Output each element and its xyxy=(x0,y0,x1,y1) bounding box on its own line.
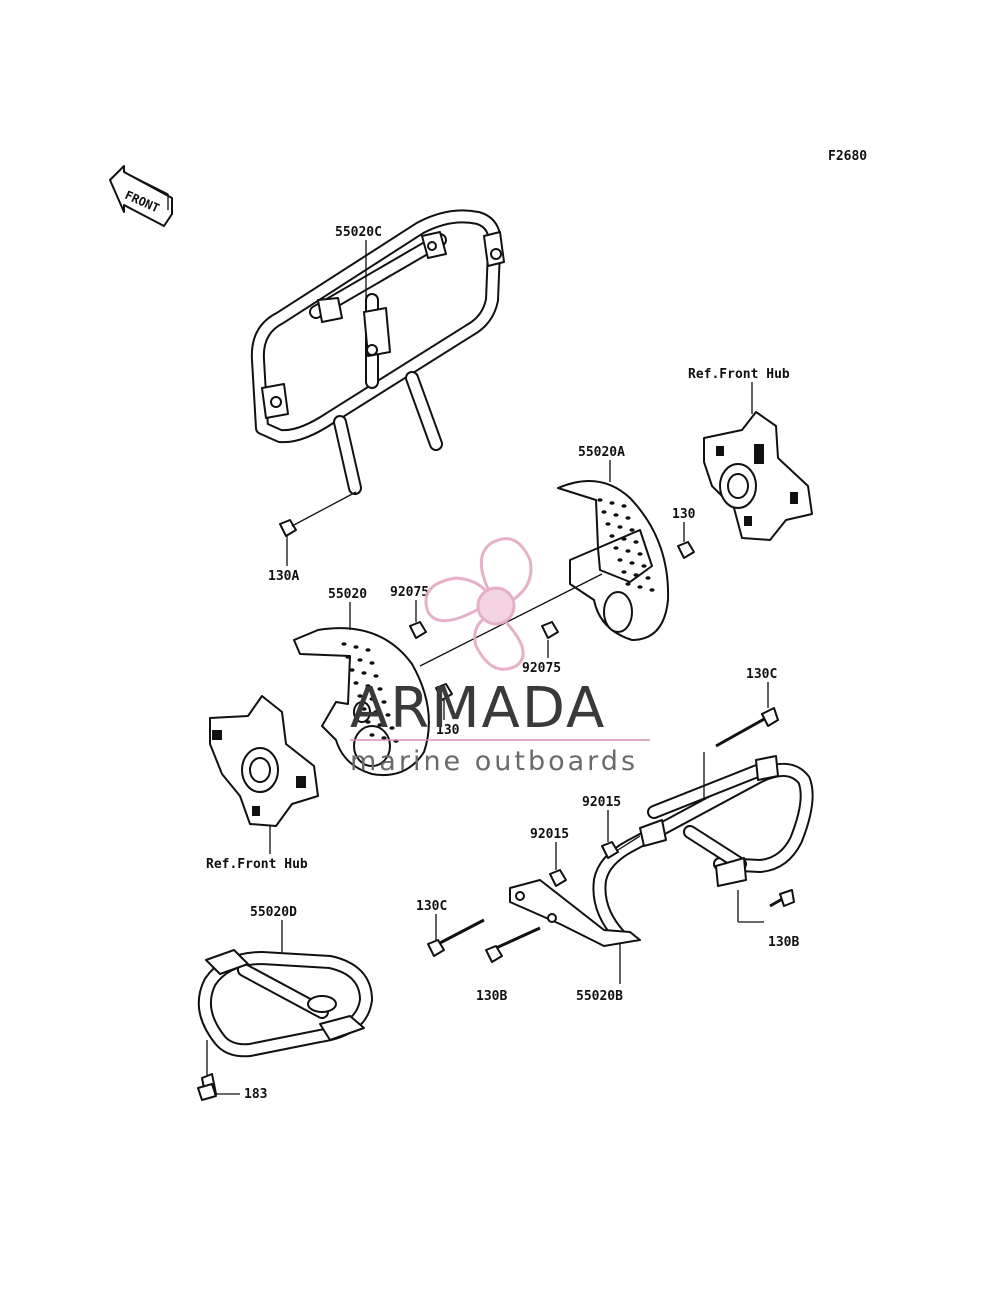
bolt-130b-right xyxy=(769,889,795,908)
label-130b-left: 130B xyxy=(476,989,507,1004)
perforation-hole xyxy=(361,671,367,675)
bolt-183 xyxy=(197,1073,217,1101)
perforation-hole xyxy=(369,661,375,665)
perforation-hole xyxy=(637,552,643,556)
guard-55020a xyxy=(557,479,670,641)
label-130-left: 130 xyxy=(436,723,460,738)
label-55020a: 55020A xyxy=(578,445,625,460)
label-130-right: 130 xyxy=(672,507,696,522)
perforation-hole xyxy=(597,498,603,502)
perforation-hole xyxy=(365,684,371,688)
perforation-hole xyxy=(381,700,387,704)
watermark-tagline: marine outboards xyxy=(350,746,638,777)
perforation-hole xyxy=(361,707,367,711)
perforation-hole xyxy=(373,674,379,678)
perforation-hole xyxy=(369,697,375,701)
label-55020d: 55020D xyxy=(250,905,297,920)
perforation-hole xyxy=(381,736,387,740)
bolt-130c-left xyxy=(427,918,485,957)
label-92015-right: 92015 xyxy=(582,795,621,810)
perforation-hole xyxy=(621,537,627,541)
perforation-hole xyxy=(625,582,631,586)
bolt-130a xyxy=(279,491,357,537)
perforation-hole xyxy=(617,558,623,562)
perforation-hole xyxy=(625,516,631,520)
perforation-hole xyxy=(617,525,623,529)
nut-92075-left xyxy=(409,621,427,639)
perforation-hole xyxy=(605,522,611,526)
perforation-hole xyxy=(345,655,351,659)
perforation-hole xyxy=(357,658,363,662)
perforation-hole xyxy=(377,723,383,727)
perforation-hole xyxy=(637,585,643,589)
perforation-hole xyxy=(353,681,359,685)
guard-55020c xyxy=(250,209,505,495)
perforation-hole xyxy=(373,710,379,714)
perforation-hole xyxy=(645,576,651,580)
bolt-130-left xyxy=(435,683,453,701)
perforation-hole xyxy=(613,513,619,517)
guard-55020d xyxy=(197,949,373,1058)
perforation-hole xyxy=(353,645,359,649)
perforation-hole xyxy=(385,713,391,717)
bolt-130c-right xyxy=(715,707,779,748)
perforation-hole xyxy=(633,573,639,577)
watermark-brand: ARMADA xyxy=(350,676,606,741)
bolt-130-right xyxy=(677,541,695,559)
label-183: 183 xyxy=(244,1087,267,1102)
armada-propeller-logo-icon xyxy=(424,537,533,671)
label-92075-left: 92075 xyxy=(390,585,429,600)
perforation-hole xyxy=(609,501,615,505)
label-130c-left: 130C xyxy=(416,899,447,914)
perforation-hole xyxy=(377,687,383,691)
nut-92015-left xyxy=(549,869,567,887)
figure-code: F2680 xyxy=(828,149,867,164)
label-130c-right: 130C xyxy=(746,667,777,682)
perforation-hole xyxy=(341,642,347,646)
perforation-hole xyxy=(641,564,647,568)
guard-55020b xyxy=(509,755,814,947)
label-ref-hub-left: Ref.Front Hub xyxy=(206,857,308,872)
nut-92015-right xyxy=(601,841,619,859)
perforation-hole xyxy=(629,528,635,532)
label-130a: 130A xyxy=(268,569,299,584)
label-92075-right: 92075 xyxy=(522,661,561,676)
perforation-hole xyxy=(613,546,619,550)
label-55020b: 55020B xyxy=(576,989,623,1004)
perforation-hole xyxy=(633,540,639,544)
perforation-hole xyxy=(389,726,395,730)
label-92015-left: 92015 xyxy=(530,827,569,842)
bolt-130b-left xyxy=(485,926,541,963)
front-arrow-icon: FRONT xyxy=(109,165,173,227)
perforation-hole xyxy=(621,570,627,574)
perforation-hole xyxy=(601,510,607,514)
front-hub-right xyxy=(703,411,813,541)
label-130b-right: 130B xyxy=(768,935,799,950)
perforation-hole xyxy=(357,694,363,698)
front-hub-left xyxy=(209,695,319,827)
perforation-hole xyxy=(629,561,635,565)
label-55020c: 55020C xyxy=(335,225,382,240)
perforation-hole xyxy=(621,504,627,508)
label-ref-hub-right: Ref.Front Hub xyxy=(688,367,790,382)
perforation-hole xyxy=(365,648,371,652)
perforation-hole xyxy=(649,588,655,592)
nut-92075-right xyxy=(541,621,559,639)
perforation-hole xyxy=(365,720,371,724)
perforation-hole xyxy=(369,733,375,737)
perforation-hole xyxy=(625,549,631,553)
perforation-hole xyxy=(349,668,355,672)
label-55020: 55020 xyxy=(328,587,367,602)
perforation-hole xyxy=(609,534,615,538)
